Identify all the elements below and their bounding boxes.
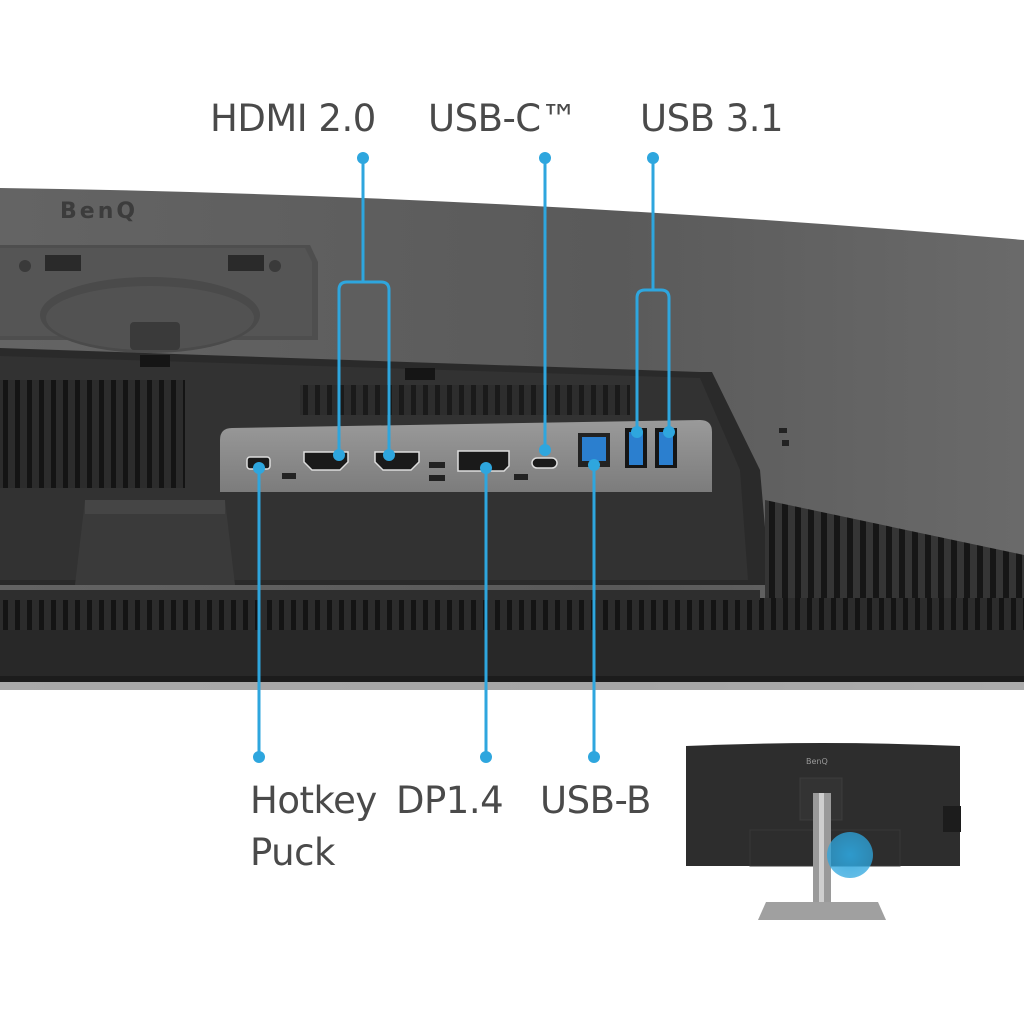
label-usb-3-1: USB 3.1 [640,97,784,140]
callout-dots [253,152,675,763]
label-hotkey-puck: Puck [250,831,335,874]
benq-logo: BenQ [60,199,138,224]
callout-lines [257,158,671,755]
thumbnail-monitor: BenQ [686,743,961,920]
label-hotkey: Hotkey [250,779,377,822]
highlight-circle [827,832,873,878]
label-usb-b: USB-B [540,779,651,822]
label-hdmi: HDMI 2.0 [210,97,376,140]
label-usb-c: USB-C™ [428,97,578,140]
thumb-benq-logo: BenQ [806,757,828,766]
label-dp: DP1.4 [396,779,504,822]
